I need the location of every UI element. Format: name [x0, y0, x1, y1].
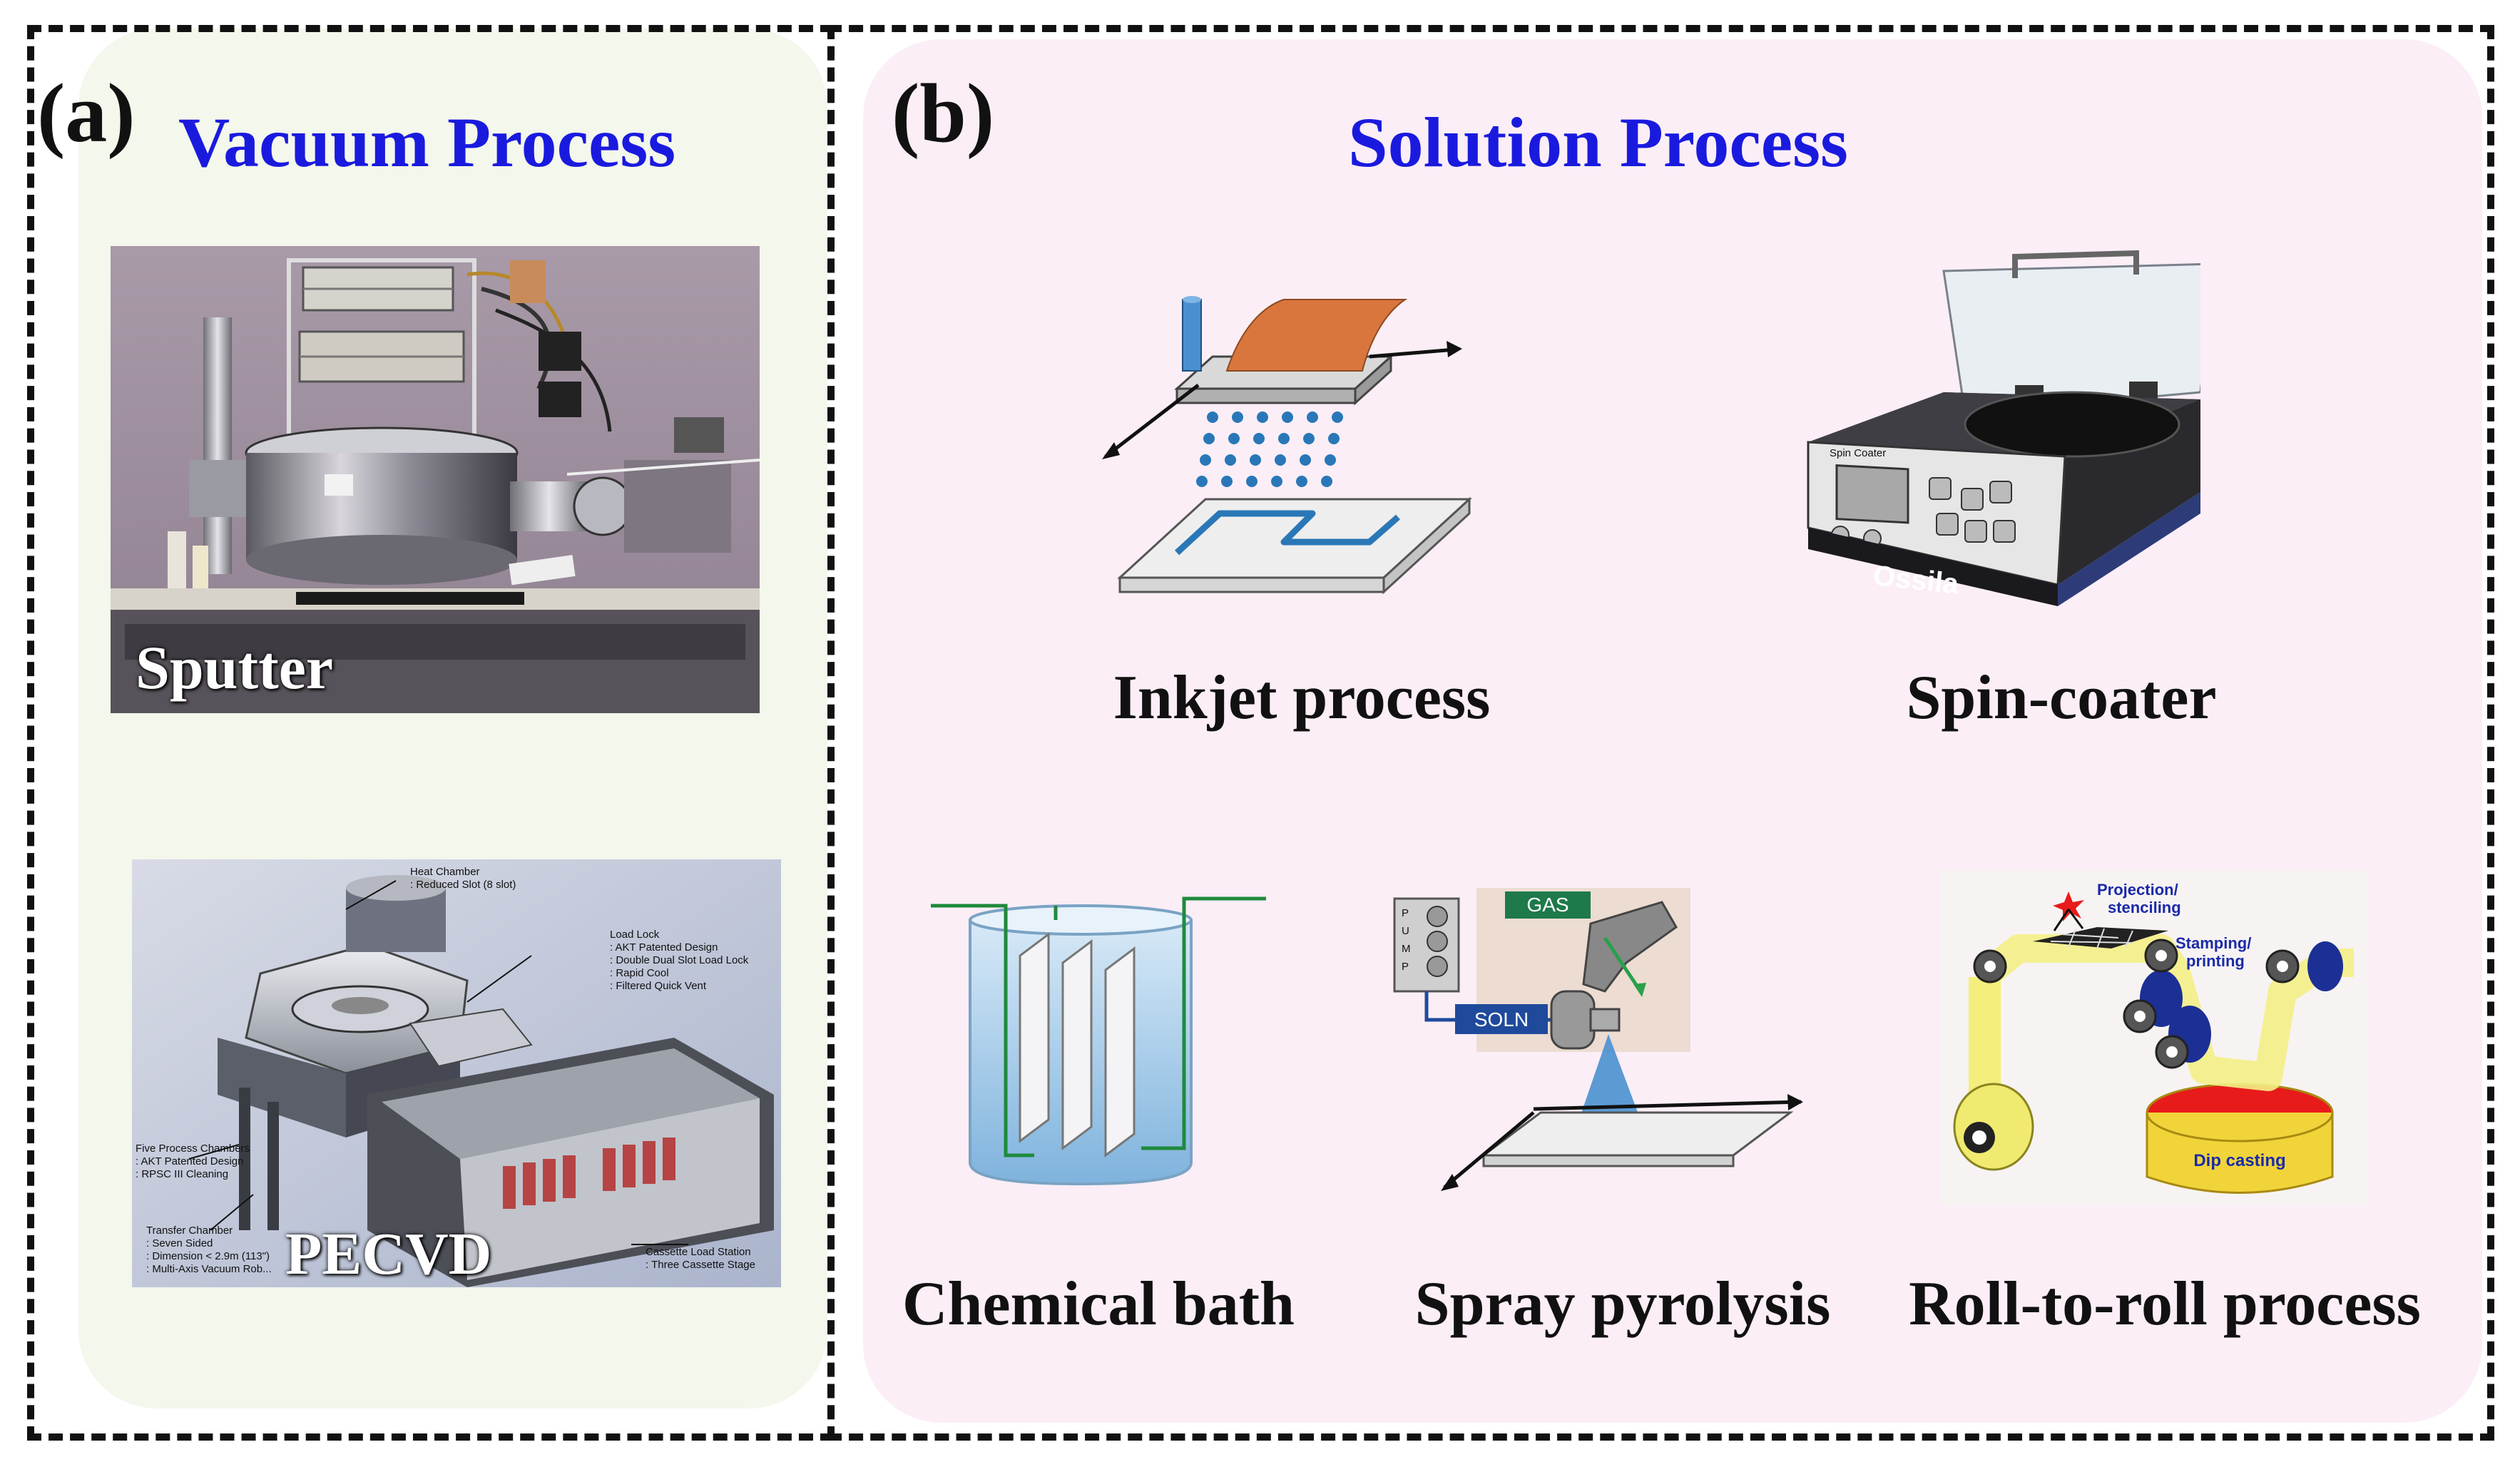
pecvd-diagram: Heat Chamber : Reduced Slot (8 slot) Loa…: [132, 859, 781, 1287]
pecvd-heat-chamber-detail: : Reduced Slot (8 slot): [410, 879, 516, 891]
pecvd-load-lock: Load Lock: [610, 929, 660, 941]
pecvd-load-lock-4: : Filtered Quick Vent: [610, 980, 707, 992]
panel-b-title: Solution Process: [1348, 103, 1848, 182]
pecvd-transfer-1: : Seven Sided: [146, 1237, 213, 1249]
pecvd-load-lock-2: : Double Dual Slot Load Lock: [610, 954, 749, 966]
chemical-bath-caption: Chemical bath: [902, 1269, 1295, 1339]
spray-soln-label: SOLN: [1474, 1008, 1529, 1031]
panel-a-frame: [27, 25, 835, 1441]
chemical-bath-illustration: [927, 884, 1270, 1198]
pecvd-transfer-3: : Multi-Axis Vacuum Rob...: [146, 1263, 272, 1275]
r2r-projection-label-1: Projection/: [2097, 881, 2178, 899]
spincoater-screen-label: Spin Coater: [1830, 447, 1886, 459]
spray-pump-p1: P: [1402, 907, 1409, 919]
r2r-projection-label-2: stenciling: [2108, 899, 2181, 916]
pecvd-caption: PECVD: [285, 1221, 492, 1287]
roll-to-roll-caption: Roll-to-roll process: [1909, 1269, 2421, 1339]
spray-pyrolysis-illustration: P U M P GAS SOLN: [1391, 884, 1805, 1212]
spray-pump-u: U: [1402, 925, 1409, 937]
pecvd-five-process-2: : RPSC III Cleaning: [136, 1168, 228, 1180]
roll-to-roll-illustration: Dip casting: [1926, 863, 2382, 1212]
pecvd-five-process: Five Process Chambers: [136, 1142, 250, 1155]
spray-pump-m: M: [1402, 943, 1411, 955]
spray-gas-label: GAS: [1526, 894, 1568, 916]
pecvd-transfer-2: : Dimension < 2.9m (113"): [146, 1250, 270, 1262]
inkjet-droplets: [1196, 411, 1343, 487]
r2r-dip-label: Dip casting: [2193, 1151, 2285, 1170]
pecvd-cassette-1: : Three Cassette Stage: [646, 1259, 755, 1271]
pecvd-load-lock-3: : Rapid Cool: [610, 967, 669, 979]
pecvd-load-lock-1: : AKT Patented Design: [610, 941, 718, 954]
pecvd-heat-chamber: Heat Chamber: [410, 866, 480, 878]
panel-b-frame: [827, 25, 2494, 1441]
panel-a-label: (a): [37, 66, 136, 160]
sputter-photo: [111, 246, 760, 713]
panel-a-title: Vacuum Process: [178, 103, 676, 182]
pecvd-transfer: Transfer Chamber: [146, 1225, 233, 1237]
r2r-stamping-label-1: Stamping/: [2175, 934, 2251, 952]
inkjet-illustration: [1098, 285, 1484, 613]
spincoater-caption: Spin-coater: [1906, 663, 2217, 732]
spincoater-illustration: Spin Coater Ossila: [1801, 250, 2200, 635]
pecvd-five-process-1: : AKT Patented Design: [136, 1155, 244, 1167]
panel-b-label: (b): [892, 66, 995, 160]
spray-pyrolysis-caption: Spray pyrolysis: [1414, 1269, 1831, 1339]
inkjet-caption: Inkjet process: [1113, 663, 1491, 732]
spray-pump-p2: P: [1402, 961, 1409, 973]
sputter-caption: Sputter: [136, 633, 334, 702]
pecvd-cassette: Cassette Load Station: [646, 1246, 751, 1258]
r2r-stamping-label-2: printing: [2186, 952, 2245, 970]
